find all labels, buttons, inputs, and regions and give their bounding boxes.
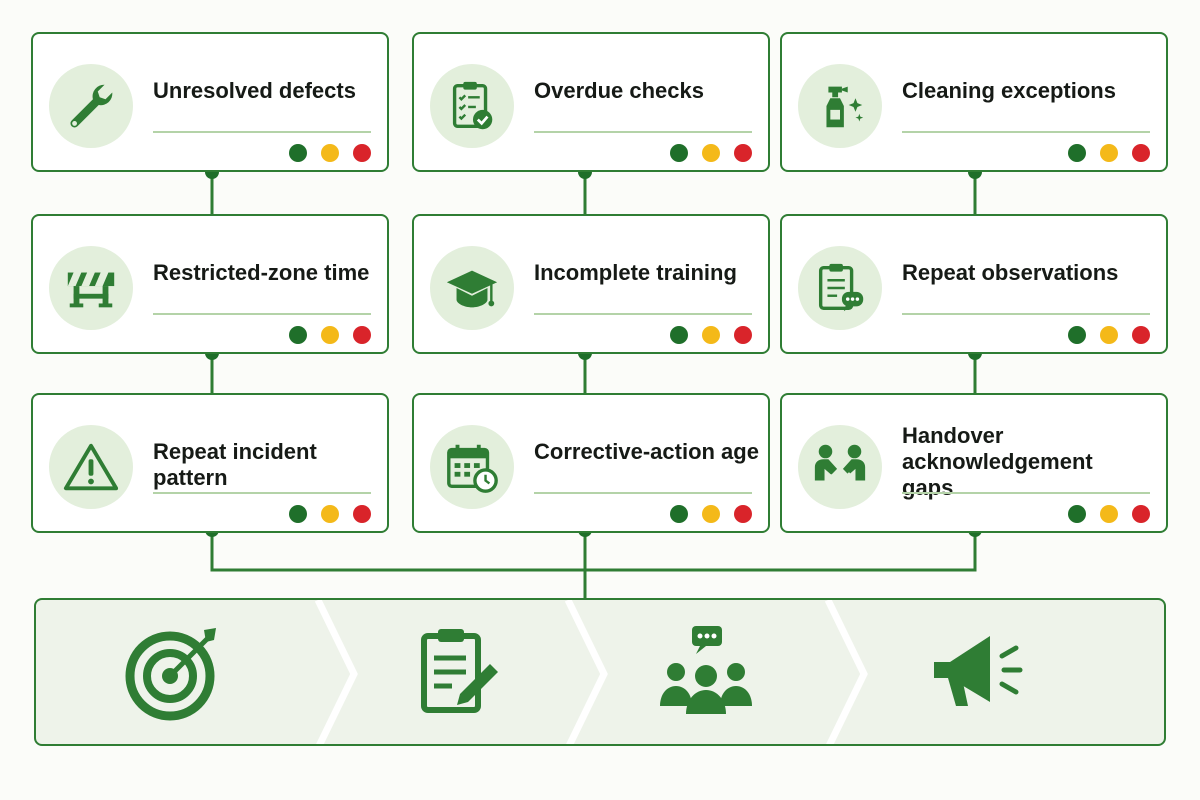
card-incomplete-training: Incomplete training [412, 214, 770, 354]
card-restricted-zone-time: Restricted-zone time [31, 214, 389, 354]
divider [153, 313, 371, 315]
divider [153, 131, 371, 133]
status-red-dot [353, 326, 371, 344]
card-title: Cleaning exceptions [902, 78, 1116, 103]
status-green-dot [670, 326, 688, 344]
clipboard-comment-icon [798, 246, 882, 330]
status-green-dot [1068, 326, 1086, 344]
status-red-dot [353, 144, 371, 162]
card-cleaning-exceptions: Cleaning exceptions [780, 32, 1168, 172]
status-green-dot [1068, 144, 1086, 162]
card-overdue-checks: Overdue checks [412, 32, 770, 172]
status-green-dot [289, 326, 307, 344]
status-red-dot [1132, 144, 1150, 162]
megaphone-icon [924, 622, 1024, 722]
calendar-clock-icon [430, 425, 514, 509]
status-amber-dot [321, 505, 339, 523]
divider [534, 313, 752, 315]
divider [902, 131, 1150, 133]
card-title: Corrective-action age [534, 439, 759, 464]
barrier-icon [49, 246, 133, 330]
status-lights [289, 326, 371, 344]
clipboard-pen-icon [406, 622, 506, 722]
card-repeat-incident-pattern: Repeat incident pattern [31, 393, 389, 533]
status-amber-dot [1100, 144, 1118, 162]
status-lights [1068, 326, 1150, 344]
card-title: Overdue checks [534, 78, 704, 103]
status-lights [1068, 505, 1150, 523]
team-chat-icon [656, 622, 756, 722]
status-green-dot [670, 144, 688, 162]
status-amber-dot [321, 326, 339, 344]
card-title: Handover acknowledgement gaps [902, 423, 1093, 500]
status-lights [1068, 144, 1150, 162]
card-unresolved-defects: Unresolved defects [31, 32, 389, 172]
process-flow-bar [34, 598, 1166, 746]
card-title: Restricted-zone time [153, 260, 370, 285]
status-amber-dot [702, 144, 720, 162]
handshake-icon [798, 425, 882, 509]
clipboard-check-icon [430, 64, 514, 148]
status-amber-dot [1100, 505, 1118, 523]
status-red-dot [353, 505, 371, 523]
status-green-dot [289, 144, 307, 162]
status-green-dot [670, 505, 688, 523]
status-amber-dot [1100, 326, 1118, 344]
status-green-dot [1068, 505, 1086, 523]
divider [902, 492, 1150, 494]
status-lights [670, 144, 752, 162]
card-title: Repeat incident pattern [153, 439, 317, 490]
divider [534, 131, 752, 133]
graduation-cap-icon [430, 246, 514, 330]
status-red-dot [734, 144, 752, 162]
status-lights [289, 144, 371, 162]
warning-icon [49, 425, 133, 509]
card-corrective-action-age: Corrective-action age [412, 393, 770, 533]
spray-bottle-icon [798, 64, 882, 148]
divider [534, 492, 752, 494]
chevron-dividers [314, 600, 868, 744]
status-green-dot [289, 505, 307, 523]
status-red-dot [734, 505, 752, 523]
status-red-dot [734, 326, 752, 344]
divider [153, 492, 371, 494]
divider [902, 313, 1150, 315]
wrench-icon [49, 64, 133, 148]
card-repeat-observations: Repeat observations [780, 214, 1168, 354]
status-lights [670, 326, 752, 344]
status-lights [289, 505, 371, 523]
target-icon [124, 622, 224, 722]
status-amber-dot [321, 144, 339, 162]
card-title: Repeat observations [902, 260, 1119, 285]
status-amber-dot [702, 326, 720, 344]
status-amber-dot [702, 505, 720, 523]
card-title: Incomplete training [534, 260, 737, 285]
status-red-dot [1132, 326, 1150, 344]
card-handover-acknowledgement-gaps: Handover acknowledgement gaps [780, 393, 1168, 533]
status-red-dot [1132, 505, 1150, 523]
status-lights [670, 505, 752, 523]
card-title: Unresolved defects [153, 78, 356, 103]
